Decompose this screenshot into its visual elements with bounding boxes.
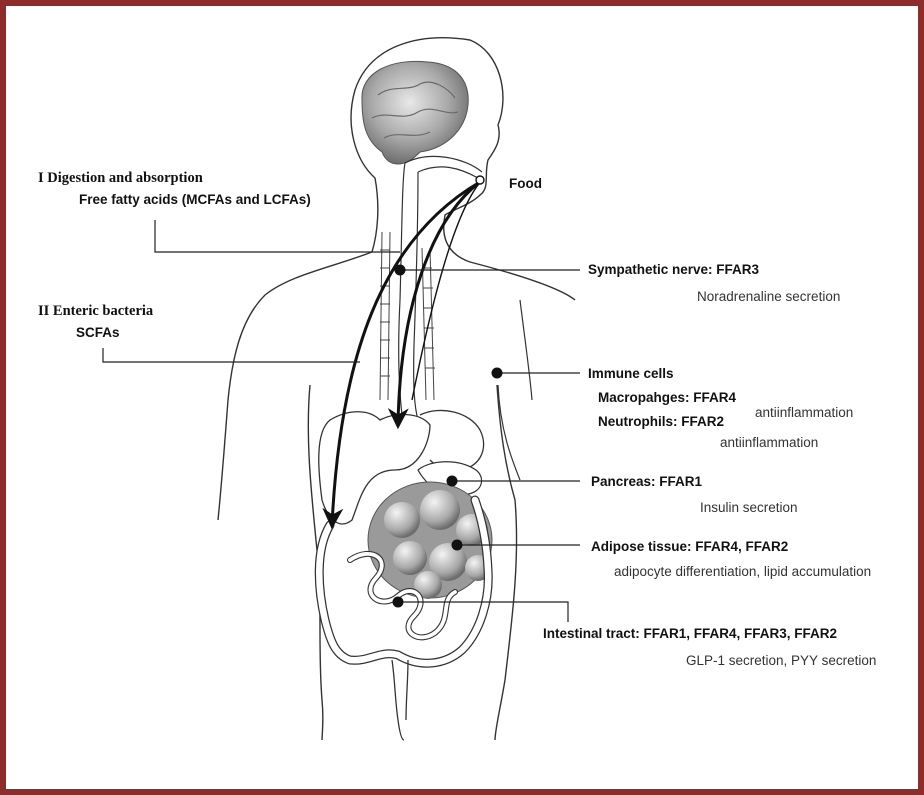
pancreas-heading: Pancreas: FFAR1	[591, 474, 702, 490]
immune-heading: Immune cells	[588, 366, 674, 382]
dot-sympathetic	[395, 265, 406, 276]
rectum	[392, 660, 408, 740]
intestinal-heading: Intestinal tract: FFAR1, FFAR4, FFAR3, F…	[543, 626, 837, 642]
right-arm	[498, 300, 532, 480]
dot-adipose	[452, 540, 463, 551]
esophagus	[399, 156, 482, 420]
adipose-heading: Adipose tissue: FFAR4, FFAR2	[591, 539, 788, 555]
dot-intestinal	[393, 597, 404, 608]
immune-macrophages: Macropahges: FFAR4	[598, 390, 736, 406]
enteric-detail: SCFAs	[76, 325, 120, 341]
digestion-detail: Free fatty acids (MCFAs and LCFAs)	[79, 192, 311, 208]
enteric-heading: II Enteric bacteria	[38, 303, 153, 319]
immune-neutrophils: Neutrophils: FFAR2	[598, 414, 724, 430]
food-arrow-1	[398, 182, 480, 425]
intestinal-effect: GLP-1 secretion, PYY secretion	[686, 653, 876, 669]
food-entry-point	[476, 176, 484, 184]
immune-macrophages-effect: antiinflammation	[755, 405, 853, 421]
dot-immune	[492, 368, 503, 379]
sympathetic-effect: Noradrenaline secretion	[697, 289, 840, 305]
pancreas-effect: Insulin secretion	[700, 500, 798, 516]
leader-digestion	[155, 220, 400, 252]
leader-enteric	[103, 348, 360, 362]
food-label: Food	[509, 176, 542, 192]
immune-neutrophils-effect: antiinflammation	[720, 435, 818, 451]
dot-pancreas	[447, 476, 458, 487]
sympathetic-heading: Sympathetic nerve: FFAR3	[588, 262, 759, 278]
digestion-heading: I Digestion and absorption	[38, 170, 203, 186]
adipose-effect: adipocyte differentiation, lipid accumul…	[614, 564, 871, 580]
